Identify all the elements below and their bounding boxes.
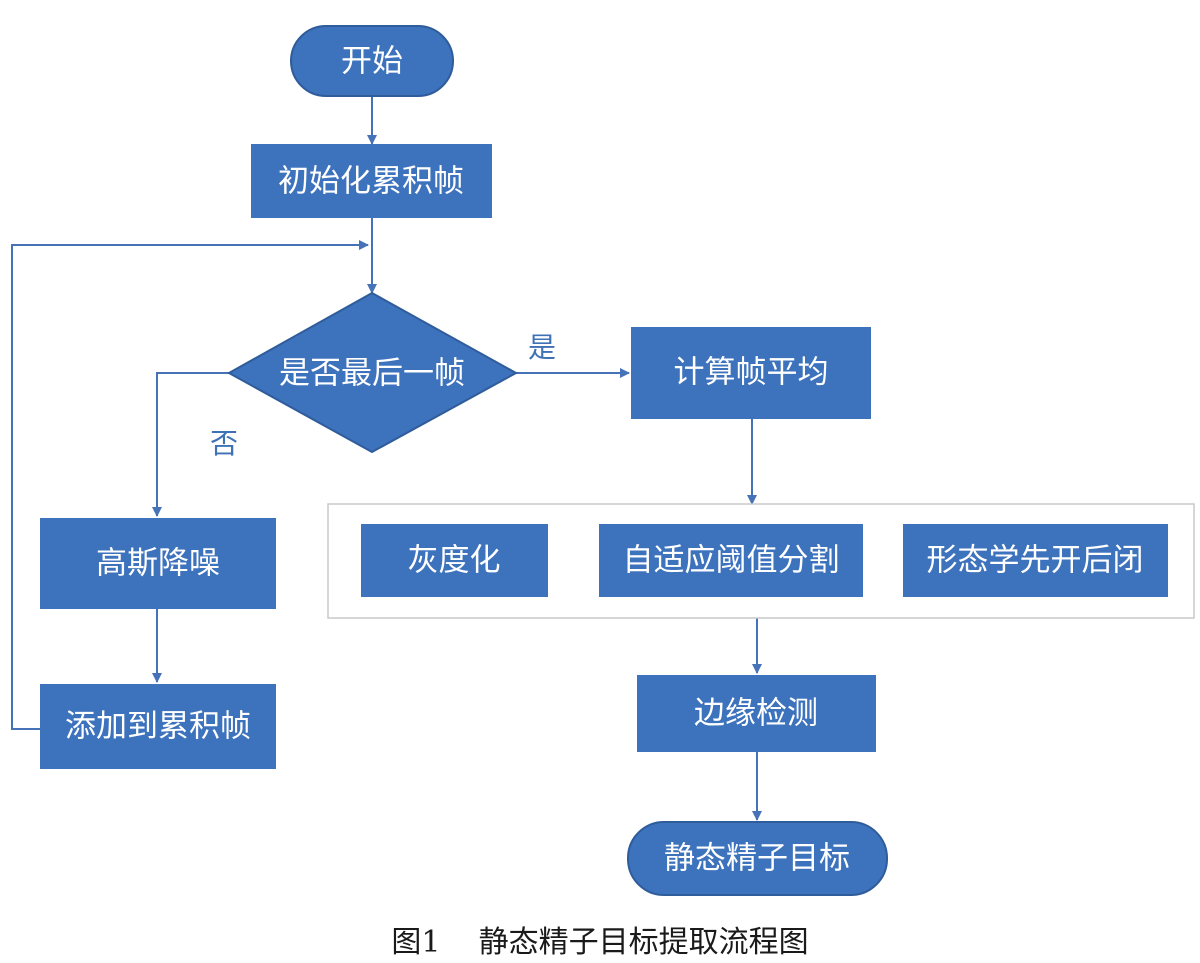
connectors — [11, 96, 762, 821]
node-accumulate: 添加到累积帧 — [40, 684, 276, 769]
figure-number: 图1 — [391, 925, 441, 960]
arrow-loop-back — [11, 240, 369, 730]
node-decision-label: 是否最后一帧 — [279, 356, 465, 392]
node-average-label: 计算帧平均 — [674, 355, 829, 391]
node-edge-label: 边缘检测 — [694, 696, 818, 732]
node-threshold-label: 自适应阈值分割 — [623, 543, 840, 579]
node-init: 初始化累积帧 — [251, 144, 492, 218]
node-threshold: 自适应阈值分割 — [599, 524, 863, 597]
node-end: 静态精子目标 — [627, 821, 888, 896]
arrow-decision-no — [152, 372, 229, 517]
figure-title: 静态精子目标提取流程图 — [478, 925, 809, 960]
node-init-label: 初始化累积帧 — [278, 164, 464, 200]
node-start: 开始 — [290, 25, 454, 97]
figure-caption: 图1 静态精子目标提取流程图 — [0, 917, 1200, 961]
node-morph: 形态学先开后闭 — [903, 524, 1168, 597]
node-end-label: 静态精子目标 — [664, 841, 850, 877]
label-no: 否 — [210, 427, 238, 460]
node-start-label: 开始 — [341, 44, 403, 80]
node-edge: 边缘检测 — [637, 675, 876, 752]
node-denoise-label: 高斯降噪 — [96, 546, 220, 582]
node-morph-label: 形态学先开后闭 — [927, 543, 1144, 579]
node-denoise: 高斯降噪 — [40, 518, 276, 609]
node-gray-label: 灰度化 — [408, 543, 501, 579]
node-gray: 灰度化 — [361, 524, 548, 597]
caption-gap — [440, 925, 478, 960]
node-accumulate-label: 添加到累积帧 — [65, 709, 251, 745]
node-decision: 是否最后一帧 — [226, 291, 519, 454]
node-average: 计算帧平均 — [631, 327, 871, 419]
label-yes: 是 — [528, 331, 556, 364]
